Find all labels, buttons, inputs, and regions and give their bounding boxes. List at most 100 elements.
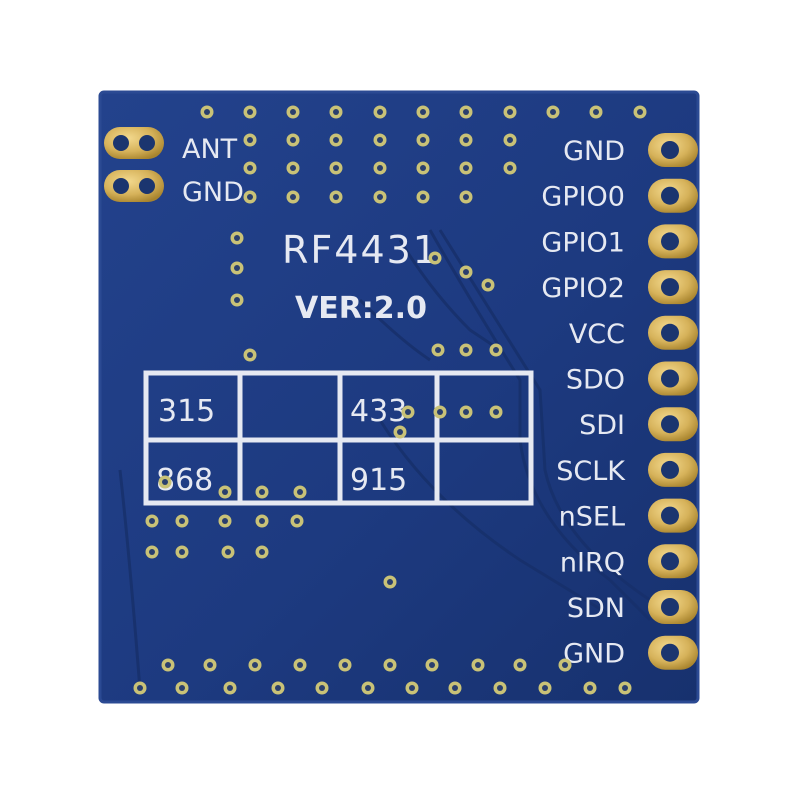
via-75	[315, 681, 329, 695]
freq-box-1: 315	[158, 394, 215, 429]
via-13	[286, 133, 300, 147]
via-48	[255, 485, 269, 499]
via-66	[383, 658, 397, 672]
right-pad-label-1: GND	[563, 136, 625, 167]
via-58	[221, 545, 235, 559]
pad-right-4	[648, 270, 698, 305]
right-pad-label-11: SDN	[567, 593, 625, 624]
via-34	[230, 293, 244, 307]
pad-ant	[104, 127, 164, 159]
left-pad-label-2: GND	[182, 177, 244, 208]
pad-right-3	[648, 224, 698, 259]
via-18	[503, 133, 517, 147]
pad-right-2	[648, 178, 698, 213]
via-4	[329, 105, 343, 119]
model-label: RF4431	[282, 228, 439, 272]
via-62	[203, 658, 217, 672]
via-61	[161, 658, 175, 672]
via-60	[383, 575, 397, 589]
freq-box-2: 433	[350, 394, 407, 429]
via-21	[329, 161, 343, 175]
pad-right-8	[648, 452, 698, 487]
via-19	[243, 161, 257, 175]
via-31	[459, 190, 473, 204]
pad-right-12	[648, 635, 698, 670]
via-67	[425, 658, 439, 672]
via-69	[513, 658, 527, 672]
via-52	[175, 514, 189, 528]
via-40	[459, 343, 473, 357]
via-50	[158, 475, 172, 489]
via-44	[459, 405, 473, 419]
via-24	[459, 161, 473, 175]
via-81	[583, 681, 597, 695]
pcb-board	[100, 92, 698, 702]
right-pad-label-3: GPIO1	[541, 227, 625, 258]
via-78	[448, 681, 462, 695]
pad-right-7	[648, 407, 698, 442]
frequency-labels: 315 433 868 915	[156, 394, 407, 498]
via-10	[589, 105, 603, 119]
via-56	[145, 545, 159, 559]
via-49	[293, 485, 307, 499]
via-72	[175, 681, 189, 695]
via-76	[361, 681, 375, 695]
right-pad-label-10: nIRQ	[560, 547, 625, 578]
pad-right-11	[648, 590, 698, 624]
via-37	[459, 265, 473, 279]
via-25	[503, 161, 517, 175]
vias	[133, 105, 647, 695]
via-54	[255, 514, 269, 528]
via-1	[200, 105, 214, 119]
via-79	[493, 681, 507, 695]
via-6	[416, 105, 430, 119]
pad-right-1	[648, 133, 698, 167]
right-pad-label-7: SDI	[579, 410, 625, 441]
via-33	[230, 261, 244, 275]
via-14	[329, 133, 343, 147]
via-17	[459, 133, 473, 147]
left-pads: ANT GND	[104, 127, 244, 208]
pad-right-6	[648, 361, 698, 396]
via-23	[416, 161, 430, 175]
via-5	[373, 105, 387, 119]
via-2	[243, 105, 257, 119]
via-8	[503, 105, 517, 119]
via-35	[243, 348, 257, 362]
via-15	[373, 133, 387, 147]
via-7	[459, 105, 473, 119]
via-32	[230, 231, 244, 245]
via-80	[538, 681, 552, 695]
via-68	[471, 658, 485, 672]
pad-right-9	[648, 498, 698, 533]
via-30	[416, 190, 430, 204]
via-22	[373, 161, 387, 175]
right-pad-label-8: SCLK	[556, 456, 626, 487]
via-73	[223, 681, 237, 695]
right-pad-label-9: nSEL	[559, 502, 625, 533]
pad-right-5	[648, 315, 698, 350]
via-41	[489, 343, 503, 357]
via-3	[286, 105, 300, 119]
right-pad-label-12: GND	[563, 639, 625, 670]
via-47	[218, 485, 232, 499]
via-26	[243, 190, 257, 204]
right-pad-label-6: SDO	[566, 365, 625, 396]
right-pad-label-2: GPIO0	[541, 182, 625, 213]
pad-gnd-left	[104, 170, 164, 202]
via-77	[405, 681, 419, 695]
via-43	[433, 405, 447, 419]
via-65	[338, 658, 352, 672]
frequency-grid	[143, 370, 534, 506]
via-29	[373, 190, 387, 204]
via-39	[431, 343, 445, 357]
via-12	[243, 133, 257, 147]
via-38	[481, 278, 495, 292]
via-57	[175, 545, 189, 559]
pcb-edge-highlight	[98, 90, 700, 704]
via-59	[255, 545, 269, 559]
via-70	[558, 658, 572, 672]
left-pad-label-1: ANT	[182, 134, 238, 165]
